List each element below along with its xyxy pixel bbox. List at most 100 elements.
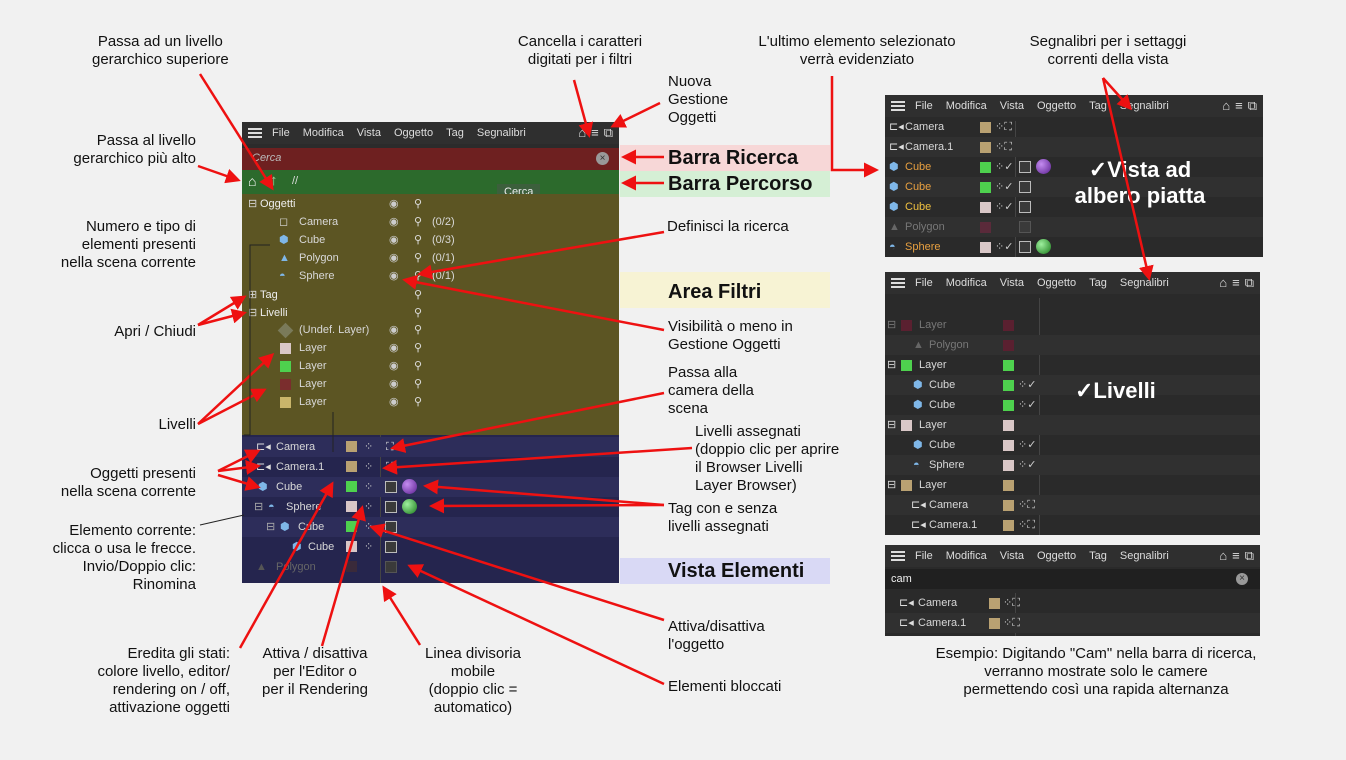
object-row[interactable]: ⬢Cube⁘✓ <box>885 197 1263 217</box>
expand-icon[interactable]: ⊟ <box>254 501 264 513</box>
search-input[interactable]: Cerca <box>252 152 282 164</box>
expand-icon[interactable]: ⊟ <box>248 198 258 210</box>
filter-livelli[interactable]: Livelli <box>260 307 288 319</box>
home-icon[interactable]: ⌂ <box>1222 98 1231 113</box>
search-icon[interactable]: ⚲ <box>414 396 423 408</box>
filter-icon[interactable]: ≡ <box>1232 275 1240 290</box>
object-row[interactable]: ⬢Cube⁘✓ <box>885 435 1260 455</box>
menu-tag[interactable]: Tag <box>1089 100 1107 112</box>
hamburger-icon[interactable] <box>891 278 905 288</box>
home-icon[interactable]: ⌂ <box>1219 275 1228 290</box>
object-name[interactable]: Cube <box>905 201 932 213</box>
layer-swatch[interactable] <box>1003 380 1014 391</box>
object-row[interactable]: ⊏◂Camera.1⁘⛶ <box>885 137 1263 157</box>
eye-icon[interactable]: ◉ <box>389 198 399 210</box>
material-tag-icon[interactable] <box>1036 239 1051 254</box>
object-name[interactable]: Camera.1 <box>905 141 954 153</box>
tag-icon[interactable] <box>1019 241 1031 253</box>
menu-segnalibri[interactable]: Segnalibri <box>1119 100 1169 112</box>
layer-swatch[interactable] <box>1003 400 1014 411</box>
layer-name[interactable]: Layer <box>919 419 947 431</box>
menu-oggetto[interactable]: Oggetto <box>1036 277 1077 289</box>
object-name[interactable]: Cube <box>276 481 303 493</box>
layer-swatch[interactable] <box>989 598 1000 609</box>
tag-icon[interactable] <box>385 561 397 573</box>
object-name[interactable]: Camera.1 <box>929 519 978 531</box>
layer-row[interactable]: ⊟Layer <box>885 415 1260 435</box>
expand-icon[interactable]: ⊟ <box>248 307 258 319</box>
layer-name[interactable]: Layer <box>919 479 947 491</box>
menu-modifica[interactable]: Modifica <box>945 550 987 562</box>
object-row[interactable]: ⊏◂Camera⁘⛶ <box>885 593 1260 613</box>
search-icon[interactable]: ⚲ <box>414 216 423 228</box>
divider-line[interactable] <box>380 435 381 583</box>
layer-swatch[interactable] <box>980 202 991 213</box>
camera-tag-icon[interactable]: ⁘⛶ <box>1003 617 1020 629</box>
menu-file[interactable]: File <box>915 100 933 112</box>
tag-icon[interactable] <box>1019 221 1031 233</box>
menu-oggetto[interactable]: Oggetto <box>393 127 434 139</box>
object-row[interactable]: ⬢Cube⁘✓ <box>885 395 1260 415</box>
layer-swatch[interactable] <box>1003 360 1014 371</box>
object-name[interactable]: Camera.1 <box>276 461 325 473</box>
layer-swatch[interactable] <box>980 222 991 233</box>
menu-modifica[interactable]: Modifica <box>945 100 987 112</box>
menu-file[interactable]: File <box>272 127 290 139</box>
layer-swatch[interactable] <box>1003 440 1014 451</box>
layer-swatch[interactable] <box>1003 340 1014 351</box>
new-window-icon[interactable]: ⧉ <box>1244 548 1254 563</box>
filter-icon[interactable]: ≡ <box>1235 98 1243 113</box>
hamburger-icon[interactable] <box>891 101 905 111</box>
search-icon[interactable]: ⚲ <box>414 198 423 210</box>
object-row[interactable]: ▲Polygon <box>885 217 1263 237</box>
object-row[interactable]: ⊏◂Camera⁘⛶ <box>885 117 1263 137</box>
search-icon[interactable]: ⚲ <box>414 289 423 301</box>
menu-tag[interactable]: Tag <box>1089 550 1107 562</box>
filter-icon[interactable]: ≡ <box>591 125 599 140</box>
dots-icon[interactable]: ⁘ <box>364 441 374 453</box>
dots-icon[interactable]: ⁘ <box>364 501 374 513</box>
layer-swatch[interactable] <box>346 481 357 492</box>
dots-icon[interactable]: ⁘✓ <box>995 181 1014 193</box>
search-icon[interactable]: ⚲ <box>414 234 423 246</box>
object-row[interactable]: ▲Polygon <box>885 335 1260 355</box>
dots-icon[interactable]: ⁘✓ <box>1018 379 1037 391</box>
layer-row[interactable]: ⊟Layer <box>885 475 1260 495</box>
menu-modifica[interactable]: Modifica <box>302 127 344 139</box>
object-name[interactable]: Camera.1 <box>918 617 967 629</box>
layer-swatch[interactable] <box>980 242 991 253</box>
eye-icon[interactable]: ◉ <box>389 252 399 264</box>
eye-icon[interactable]: ◉ <box>389 360 399 372</box>
object-name[interactable]: Camera <box>905 121 945 133</box>
object-row[interactable]: ⊏◂Camera⁘⛶ <box>885 495 1260 515</box>
search-icon[interactable]: ⚲ <box>414 378 423 390</box>
camera-tag-icon[interactable]: ⁘⛶ <box>1003 597 1020 609</box>
layer-row[interactable]: ⊟Layer <box>885 355 1260 375</box>
filter-layer[interactable]: Layer <box>299 378 327 390</box>
object-name[interactable]: Sphere <box>286 501 322 513</box>
object-row[interactable]: ⊏◂Camera.1⁘⛶ <box>885 515 1260 535</box>
camera-tag-icon[interactable]: ⁘⛶ <box>995 121 1012 133</box>
object-name[interactable]: Cube <box>308 541 335 553</box>
camera-tag-icon[interactable]: ⛶ <box>386 441 394 453</box>
object-name[interactable]: Sphere <box>929 459 965 471</box>
layer-swatch[interactable] <box>1003 460 1014 471</box>
layer-name[interactable]: Layer <box>919 359 947 371</box>
eye-icon[interactable]: ◉ <box>389 324 399 336</box>
layer-swatch[interactable] <box>1003 420 1014 431</box>
filter-camera[interactable]: Camera <box>299 216 339 228</box>
eye-icon[interactable]: ◉ <box>389 216 399 228</box>
menu-oggetto[interactable]: Oggetto <box>1036 100 1077 112</box>
dots-icon[interactable]: ⁘✓ <box>995 161 1014 173</box>
eye-icon[interactable]: ◉ <box>389 378 399 390</box>
layer-swatch[interactable] <box>346 521 357 532</box>
eye-icon[interactable]: ◉ <box>389 396 399 408</box>
layer-swatch[interactable] <box>1003 480 1014 491</box>
object-name[interactable]: Cube <box>929 439 956 451</box>
layer-swatch[interactable] <box>346 441 357 452</box>
object-row[interactable]: ⬢Cube⁘✓ <box>885 177 1263 197</box>
layer-swatch[interactable] <box>1003 500 1014 511</box>
menu-vista[interactable]: Vista <box>999 100 1024 112</box>
filter-oggetti[interactable]: Oggetti <box>260 198 296 210</box>
search-icon[interactable]: ⚲ <box>414 307 423 319</box>
